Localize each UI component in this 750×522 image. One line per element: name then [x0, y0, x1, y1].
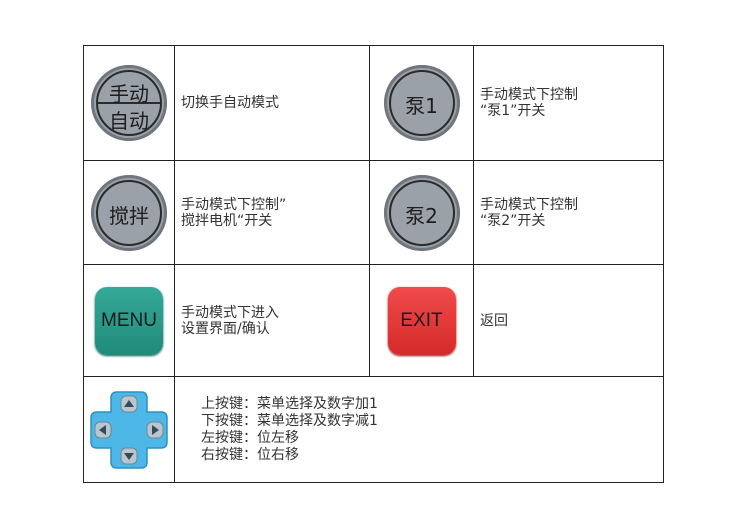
menu-icon-label: MENU: [101, 309, 157, 331]
dpad-icon: [90, 390, 168, 469]
manual-auto-icon-bottom: 自动: [109, 109, 149, 133]
pump1-button-icon: 泵1: [383, 65, 460, 141]
dpad-right-key: [146, 421, 164, 438]
dpad-desc-down: 下按键：菜单选择及数字减1: [201, 412, 378, 429]
pump2-cell: 泵2: [369, 160, 474, 265]
dpad-desc-left: 左按键：位左移: [201, 429, 299, 446]
pump2-desc-line: 手动模式下控制: [480, 196, 578, 213]
exit-icon-label: EXIT: [400, 309, 443, 331]
exit-description: 返回: [473, 264, 664, 377]
dpad-desc-up: 上按键：菜单选择及数字加1: [201, 395, 378, 412]
exit-cell: EXIT: [369, 264, 474, 377]
menu-button-icon: MENU: [95, 286, 163, 355]
dpad-desc-right: 右按键：位右移: [201, 446, 299, 463]
pump1-cell: 泵1: [369, 45, 474, 161]
pump2-button-icon: 泵2: [383, 174, 460, 251]
exit-desc-line: 返回: [480, 312, 508, 329]
dpad-up-key: [120, 395, 138, 412]
menu-description: 手动模式下进入 设置界面/确认: [174, 264, 370, 377]
pump1-desc-line: 手动模式下控制: [480, 87, 578, 103]
dpad-cell: [83, 376, 175, 483]
key-function-table: 手动 自动 切换手自动模式 泵1 手动模式下控制 “泵1”开关 搅拌 手动模式下…: [83, 45, 664, 483]
stir-desc-line: 搅拌电机“开关: [181, 212, 273, 229]
pump1-icon-label: 泵1: [405, 94, 438, 118]
manual-auto-cell: 手动 自动: [83, 45, 175, 161]
stir-description: 手动模式下控制” 搅拌电机“开关: [174, 160, 370, 265]
dpad-description: 上按键：菜单选择及数字加1 下按键：菜单选择及数字减1 左按键：位左移 右按键：…: [174, 376, 664, 483]
menu-cell: MENU: [83, 264, 175, 377]
exit-button-icon: EXIT: [387, 286, 456, 355]
manual-auto-button-icon: 手动 自动: [91, 65, 167, 141]
pump2-description: 手动模式下控制 “泵2”开关: [473, 160, 664, 265]
dpad-left-key: [94, 421, 112, 438]
pump2-desc-line: “泵2”开关: [480, 212, 546, 229]
dpad-down-key: [120, 447, 138, 464]
manual-auto-description: 切换手自动模式: [174, 45, 370, 161]
pump1-description: 手动模式下控制 “泵1”开关: [473, 45, 664, 161]
manual-auto-icon-top: 手动: [109, 82, 149, 106]
stir-cell: 搅拌: [83, 160, 175, 265]
pump2-icon-label: 泵2: [405, 203, 438, 228]
manual-auto-desc-line: 切换手自动模式: [181, 95, 279, 111]
stir-desc-line: 手动模式下控制”: [181, 196, 287, 213]
pump1-desc-line: “泵1”开关: [480, 103, 546, 119]
stir-button-icon: 搅拌: [91, 174, 167, 251]
menu-desc-line: 设置界面/确认: [181, 320, 270, 337]
stir-icon-label: 搅拌: [109, 203, 149, 228]
menu-desc-line: 手动模式下进入: [181, 304, 279, 321]
